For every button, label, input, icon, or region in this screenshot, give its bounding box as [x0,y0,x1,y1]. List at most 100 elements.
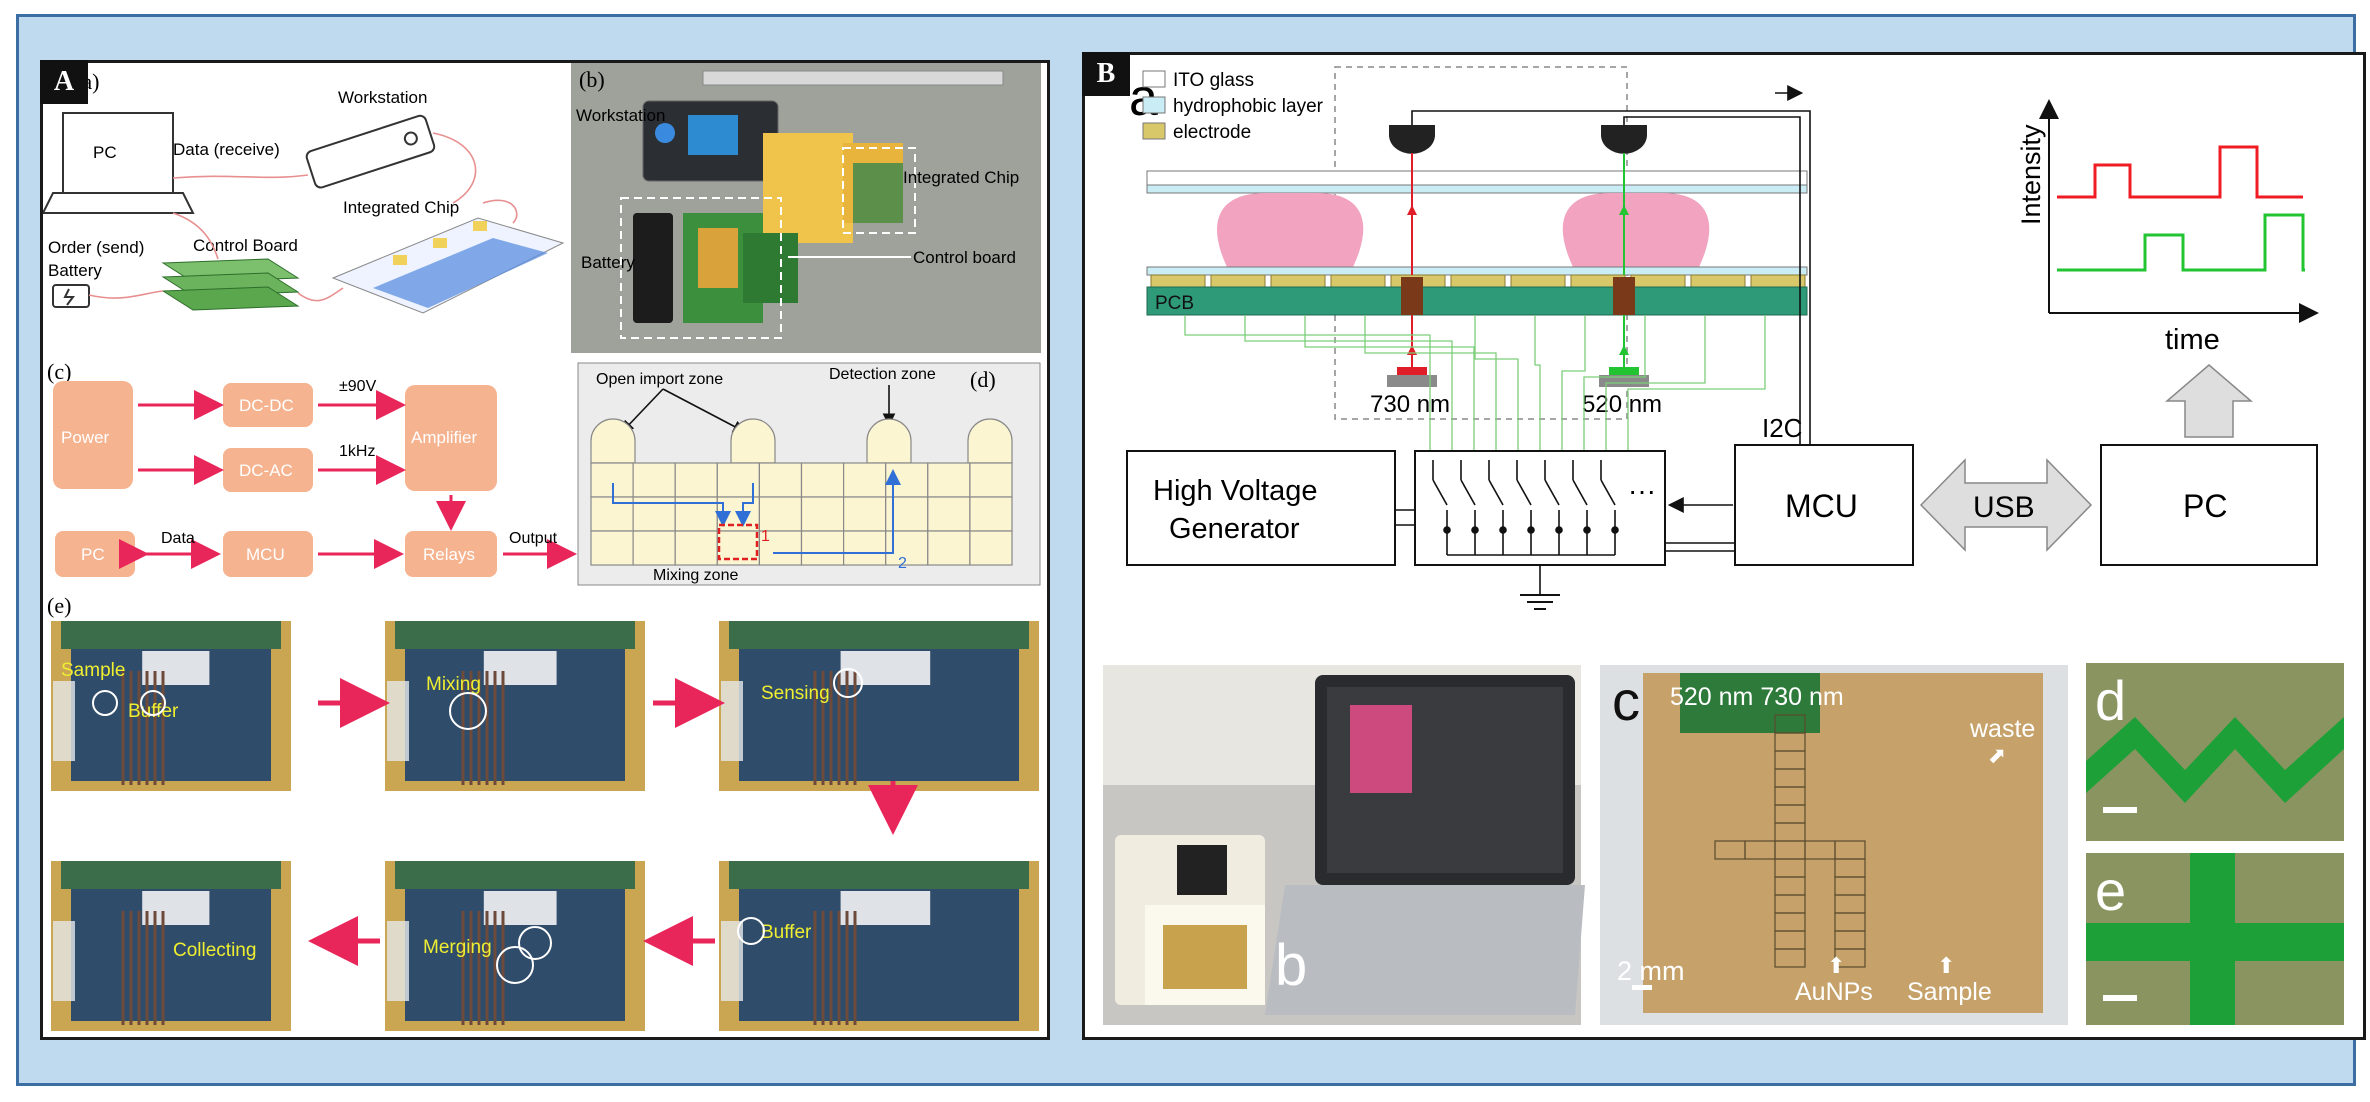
electrode-cell [674,530,718,566]
c-pc-label: PC [81,545,105,564]
e-buffer2-label: Buffer [761,922,812,943]
dcac-block [223,448,313,492]
electrode-cell [758,530,803,566]
electrode [1510,274,1566,288]
subfig-c-label: (c) [47,359,71,384]
dcdc-label: DC-DC [239,396,294,415]
battery-photo-icon [633,213,673,323]
sample-arrow-icon: ⬆ [1937,953,1955,978]
electrode-cell [800,496,845,532]
subfig-d-micrograph: d [2086,663,2344,841]
subfig-c-block-diagram: (c) Power DC-DC DC-AC Amplifier ±90V 1kH… [47,359,577,577]
electrode-cell [632,462,676,498]
b-subfig-c-label: c [1612,669,1640,732]
green-signal-trace [2057,213,2305,272]
subfig-d-label: (d) [970,367,996,392]
chip-electrode [1774,948,1806,968]
legend-hydro-swatch [1142,96,1166,114]
order-send-label: Order (send) [48,238,144,257]
legend-ito-swatch [1142,70,1166,88]
electrode-cell [758,462,803,498]
subfig-b-photo: b [1103,665,1585,1025]
hv-label-1: High Voltage [1153,475,1317,507]
b-integrated-chip-label: Integrated Chip [903,168,1019,187]
subfig-b-photo: (b) Workstation Integrated Chip Battery … [571,63,1041,353]
panel-a: A (a) PC Data (receive) Workstation Orde… [40,60,1050,1040]
chip-holder-photo-icon [763,133,853,243]
switch-dots-label: ··· [1628,475,1656,506]
battery-label: Battery [48,261,102,280]
electrode-cell [842,496,887,532]
mixing-zone-label: Mixing zone [653,567,738,584]
led-730-icon [1397,367,1427,375]
b-subfig-e-label: e [2095,859,2126,922]
electrode [1270,274,1326,288]
droplet-left [1216,193,1364,267]
b-workstation-label: Workstation [576,106,665,125]
c-sample-label: Sample [1907,978,1992,1006]
electrode-cell [758,496,803,532]
pc-label: PC [93,143,117,162]
chip-electrode [1834,948,1866,968]
cross-channel [2086,853,2344,1025]
khz-label: 1kHz [339,443,375,460]
subfig-a-device: a ITO glass hydrophobic layer electrode … [1126,66,2319,610]
electrode-cell [969,462,1013,498]
usb-label: USB [1973,491,2035,524]
open-import-label: Open import zone [596,371,723,388]
subfig-e-label: (e) [47,593,71,618]
e-photos [51,621,1039,1031]
pcb-layer [1146,286,1808,316]
electrode-cell [674,462,718,498]
subfig-a-schematic: (a) PC Data (receive) Workstation Order … [41,69,565,314]
panel-a-figure: (a) PC Data (receive) Workstation Order … [41,63,1041,1031]
electrode [1690,274,1746,288]
electrode [1630,274,1686,288]
led-520-icon [1609,367,1639,375]
electrode [1330,274,1386,288]
step-2-label: 2 [898,555,907,572]
step-1-label: 1 [761,528,770,545]
laptop-keyboard-icon [1265,885,1585,1015]
integrated-chip-icon [331,217,565,314]
d-scale-bar [2103,807,2137,813]
droplet-right [1562,193,1710,267]
high-voltage-generator-block [1126,450,1396,566]
panel-b-tag: B [1082,52,1130,96]
laptop-base-icon [41,192,195,214]
mcu-block [1734,444,1914,566]
b-subfig-b-label: b [1275,933,1307,998]
relay-switch-block [1414,450,1666,566]
i2c-label: I2C [1762,413,1802,443]
dcdc-block [223,383,313,427]
relays-label: Relays [423,545,475,564]
panel-b: B a ITO glass hydrophobic layer electrod… [1082,52,2366,1040]
c-scale-bar [1632,985,1652,990]
top-ito-glass [1146,170,1808,186]
subfig-c-photo: c 520 nm 730 nm waste 2 mm AuNPs Sample … [1600,665,2068,1025]
electrode [1750,274,1806,288]
e-mixing-label: Mixing [426,674,481,695]
intensity-label: Intensity [2016,124,2046,225]
aunps-arrow-icon: ⬆ [1827,953,1845,978]
subfig-e-micrograph: e [2086,853,2344,1025]
electrode [1150,274,1206,288]
e-sample-label: Sample [61,660,125,681]
legend-hydro-label: hydrophobic layer [1173,96,1324,117]
electrode-cell [927,530,971,566]
workstation-label: Workstation [338,88,427,107]
pc-block [55,531,135,577]
workstation-device-icon [305,114,436,189]
b-control-board-label: Control board [913,248,1016,267]
electrode [1210,274,1266,288]
laptop-icon [62,112,174,194]
electrode-grid [590,462,1013,566]
e-merging-label: Merging [423,937,492,958]
detection-zone-label: Detection zone [829,366,936,383]
b-subfig-d-label: d [2095,669,2126,732]
electrode-cell [800,530,845,566]
nm520-label: 520 nm [1582,391,1662,418]
e-buffer-label: Buffer [128,701,179,722]
b-pc-label: PC [2183,488,2227,524]
amplifier-block [405,385,497,491]
